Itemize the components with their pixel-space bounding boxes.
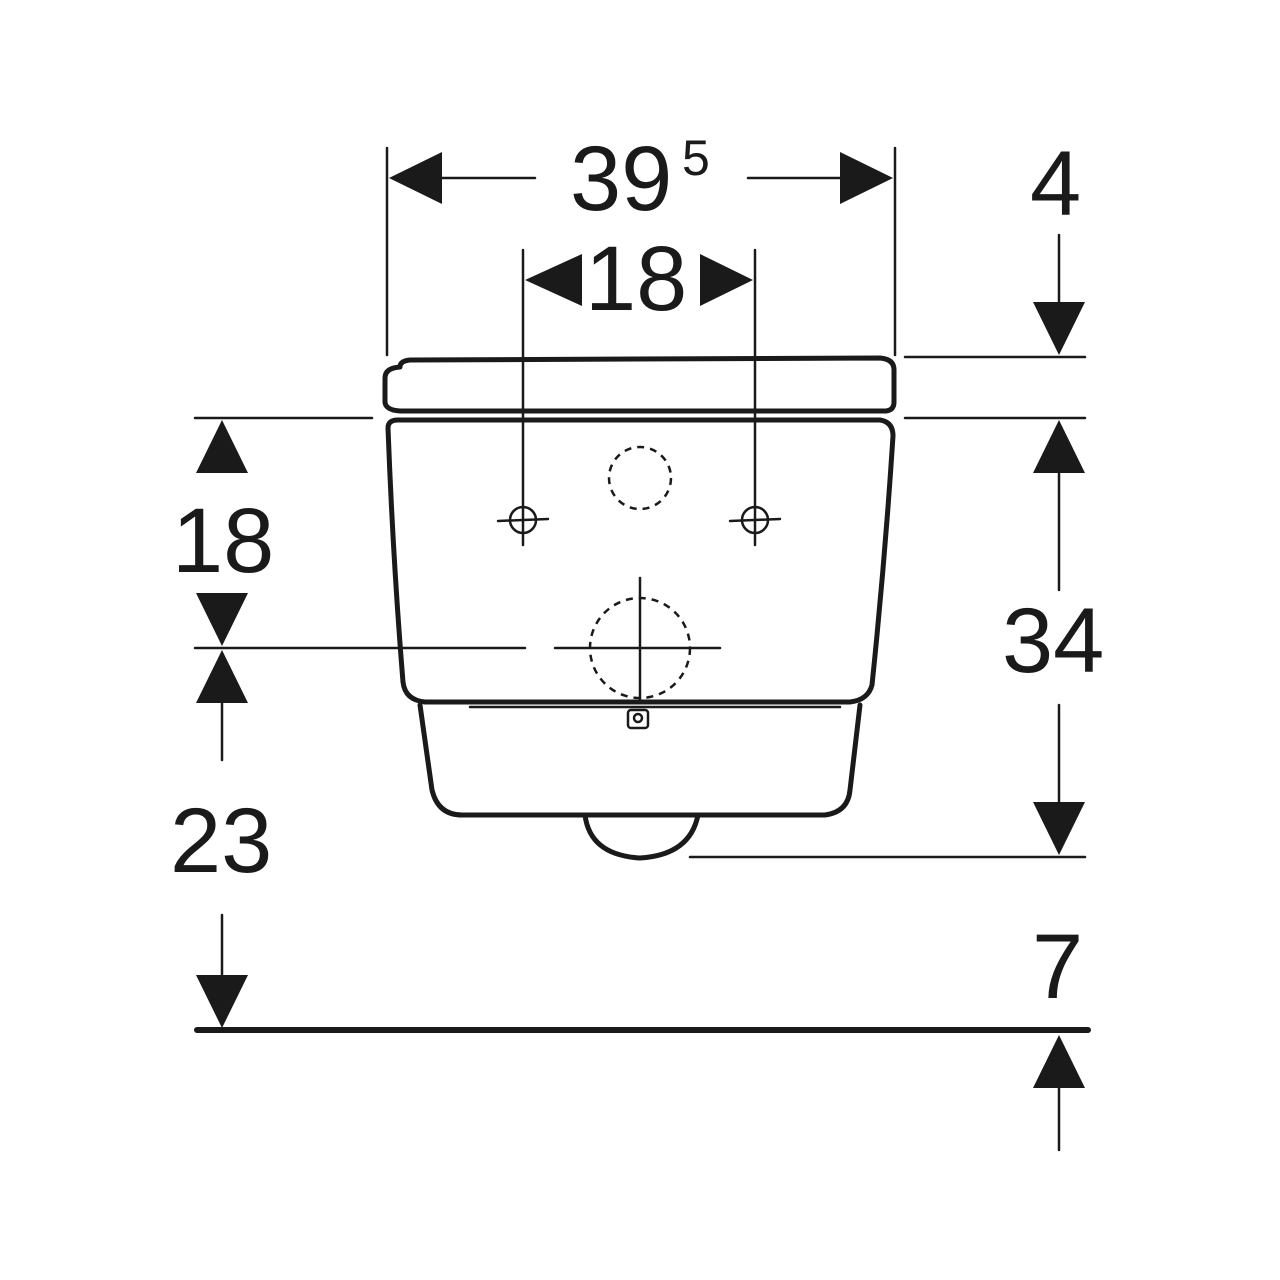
fixing-screw	[626, 708, 650, 730]
label-total-height: 34	[1002, 590, 1104, 692]
dim-total-height: 34	[1002, 420, 1104, 855]
fixture-outline	[382, 355, 897, 861]
lower-pan	[417, 702, 863, 818]
arrow-left	[525, 254, 582, 306]
label-floor-offset: 7	[1032, 916, 1083, 1018]
arrow-down	[1033, 802, 1085, 855]
outlet-bump	[582, 812, 701, 861]
arrow-down	[1033, 302, 1085, 355]
dim-floor-offset: 7	[1032, 916, 1085, 1152]
arrow-up	[196, 650, 248, 703]
label-lower-height: 23	[170, 790, 272, 892]
label-top-offset: 4	[1030, 133, 1081, 235]
dim-top-offset: 4	[1030, 133, 1085, 355]
arrow-left	[389, 152, 442, 204]
water-inlet-circle	[607, 445, 673, 511]
arrow-up	[1033, 1035, 1085, 1088]
extension-lines	[193, 146, 1091, 1033]
label-upper-height: 18	[172, 490, 274, 592]
hidden-features	[553, 445, 722, 702]
dim-overall-width: 39 5	[389, 128, 893, 230]
arrow-down	[196, 593, 248, 646]
label-bolt-spacing: 18	[585, 228, 687, 330]
seat-band	[382, 355, 897, 414]
label-overall-width-sup: 5	[682, 130, 710, 186]
dim-upper-height: 18	[172, 420, 274, 646]
label-overall-width: 39	[570, 128, 672, 230]
bowl-body	[385, 417, 896, 705]
dim-bolt-spacing: 18	[525, 228, 753, 330]
arrow-right	[700, 254, 753, 306]
right-bolt	[728, 248, 782, 547]
dim-lower-height: 23	[170, 650, 272, 1028]
fixing-screw-head	[632, 712, 644, 724]
left-bolt	[496, 248, 550, 547]
arrow-up	[196, 420, 248, 473]
arrow-down	[196, 975, 248, 1028]
arrow-up	[1033, 420, 1085, 473]
arrow-right	[840, 152, 893, 204]
